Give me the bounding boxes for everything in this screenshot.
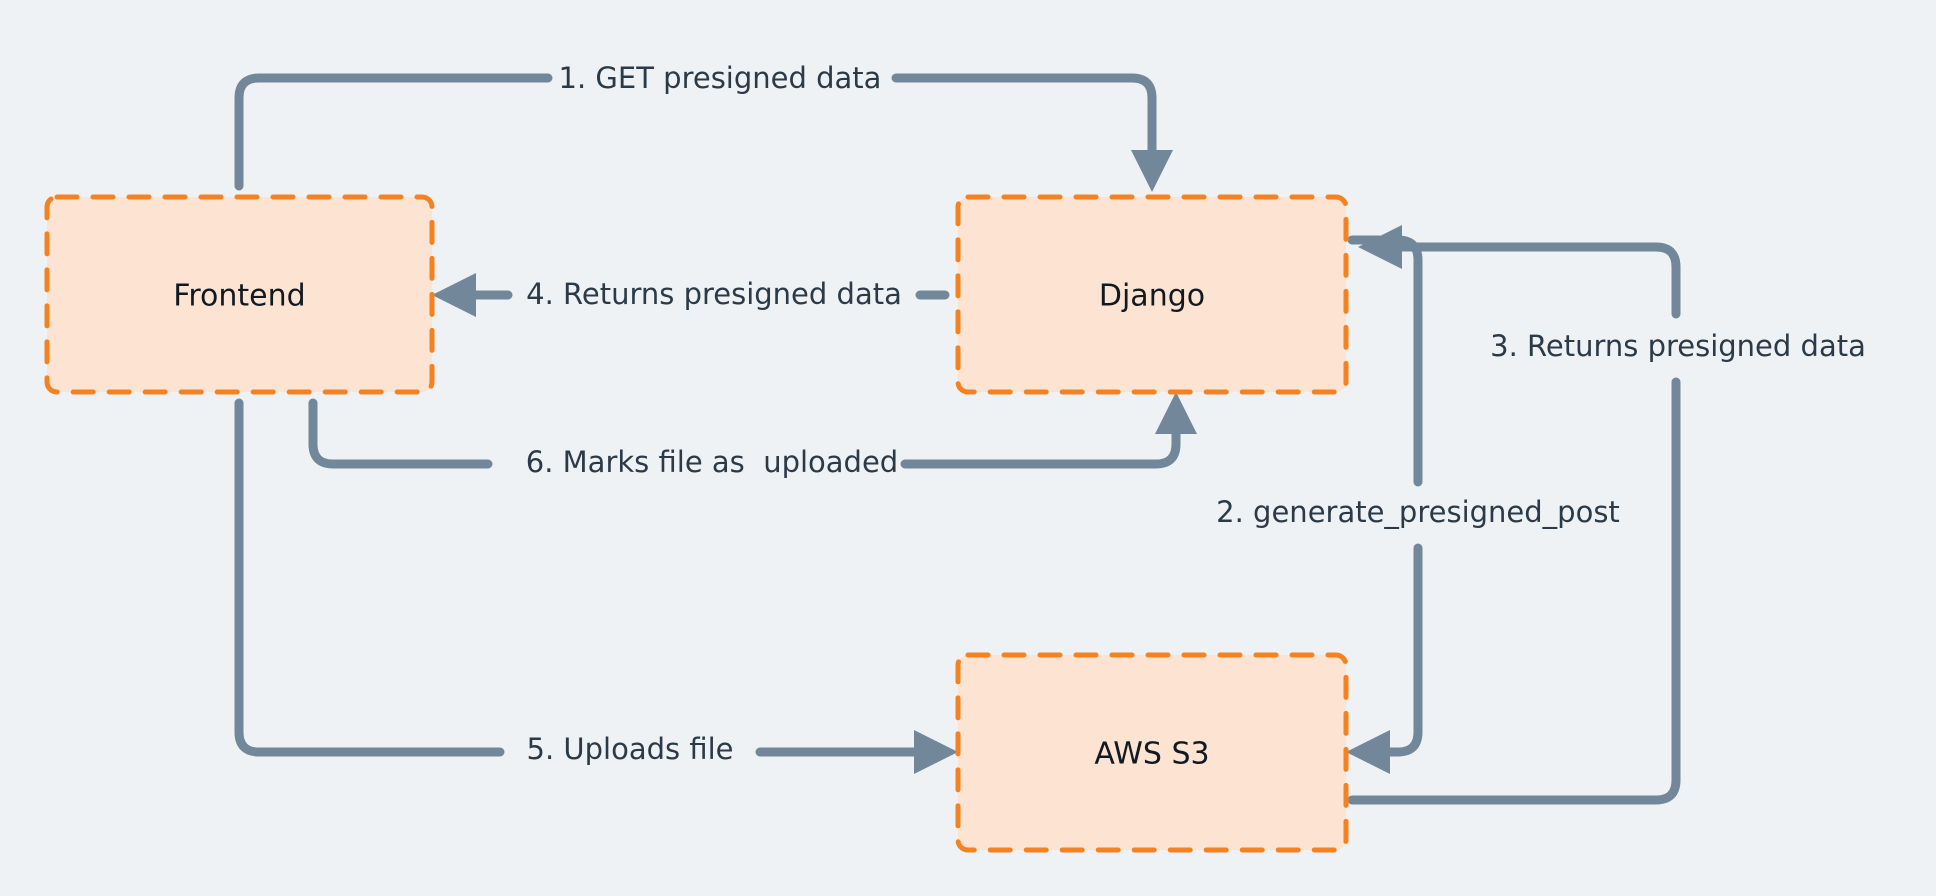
- edge-1-path-a: [234, 73, 553, 191]
- node-aws-s3-box[interactable]: [955, 652, 1349, 853]
- edge-6-label: 6. Marks file as uploaded: [526, 445, 898, 479]
- edge-4-returns-presigned-data: 4. Returns presigned data: [432, 273, 950, 317]
- edge-6-path-a: [308, 398, 493, 469]
- edge-4-label: 4. Returns presigned data: [526, 277, 902, 311]
- edge-2-path-a: [1347, 235, 1423, 487]
- edge-4-arrowhead: [432, 273, 476, 317]
- edge-6-path-b: [900, 429, 1181, 469]
- edge-6-arrowhead: [1155, 392, 1197, 434]
- edge-5-path-a: [234, 398, 505, 757]
- edge-5-arrowhead: [914, 730, 958, 774]
- edge-3-path-b: [1395, 242, 1681, 319]
- node-frontend-box[interactable]: [44, 194, 435, 395]
- edge-3-label: 3. Returns presigned data: [1490, 329, 1866, 363]
- edge-1-arrowhead: [1131, 150, 1173, 192]
- edge-2-path-b: [1381, 543, 1423, 757]
- edge-1-path-b: [891, 73, 1157, 157]
- edge-1-get-presigned-data: 1. GET presigned data: [234, 61, 1173, 192]
- edge-3-path-a: [1347, 377, 1681, 805]
- edge-6-marks-file-as-uploaded: 6. Marks file as uploaded: [308, 392, 1197, 479]
- edge-1-label: 1. GET presigned data: [559, 61, 882, 95]
- edge-3-arrowhead: [1358, 225, 1402, 269]
- node-django[interactable]: Django: [955, 194, 1349, 395]
- edge-5-uploads-file: 5. Uploads file: [234, 398, 958, 774]
- edge-5-label: 5. Uploads file: [527, 732, 734, 766]
- node-django-box[interactable]: [955, 194, 1349, 395]
- node-frontend[interactable]: Frontend: [44, 194, 435, 395]
- edge-3-returns-presigned-data: 3. Returns presigned data: [1347, 225, 1866, 805]
- node-aws-s3[interactable]: AWS S3: [955, 652, 1349, 853]
- node-frontend-label: Frontend: [173, 279, 305, 314]
- node-aws-s3-label: AWS S3: [1094, 737, 1209, 772]
- edge-2-label: 2. generate_presigned_post: [1216, 495, 1620, 529]
- edge-2-arrowhead: [1346, 730, 1390, 774]
- node-django-label: Django: [1099, 279, 1205, 314]
